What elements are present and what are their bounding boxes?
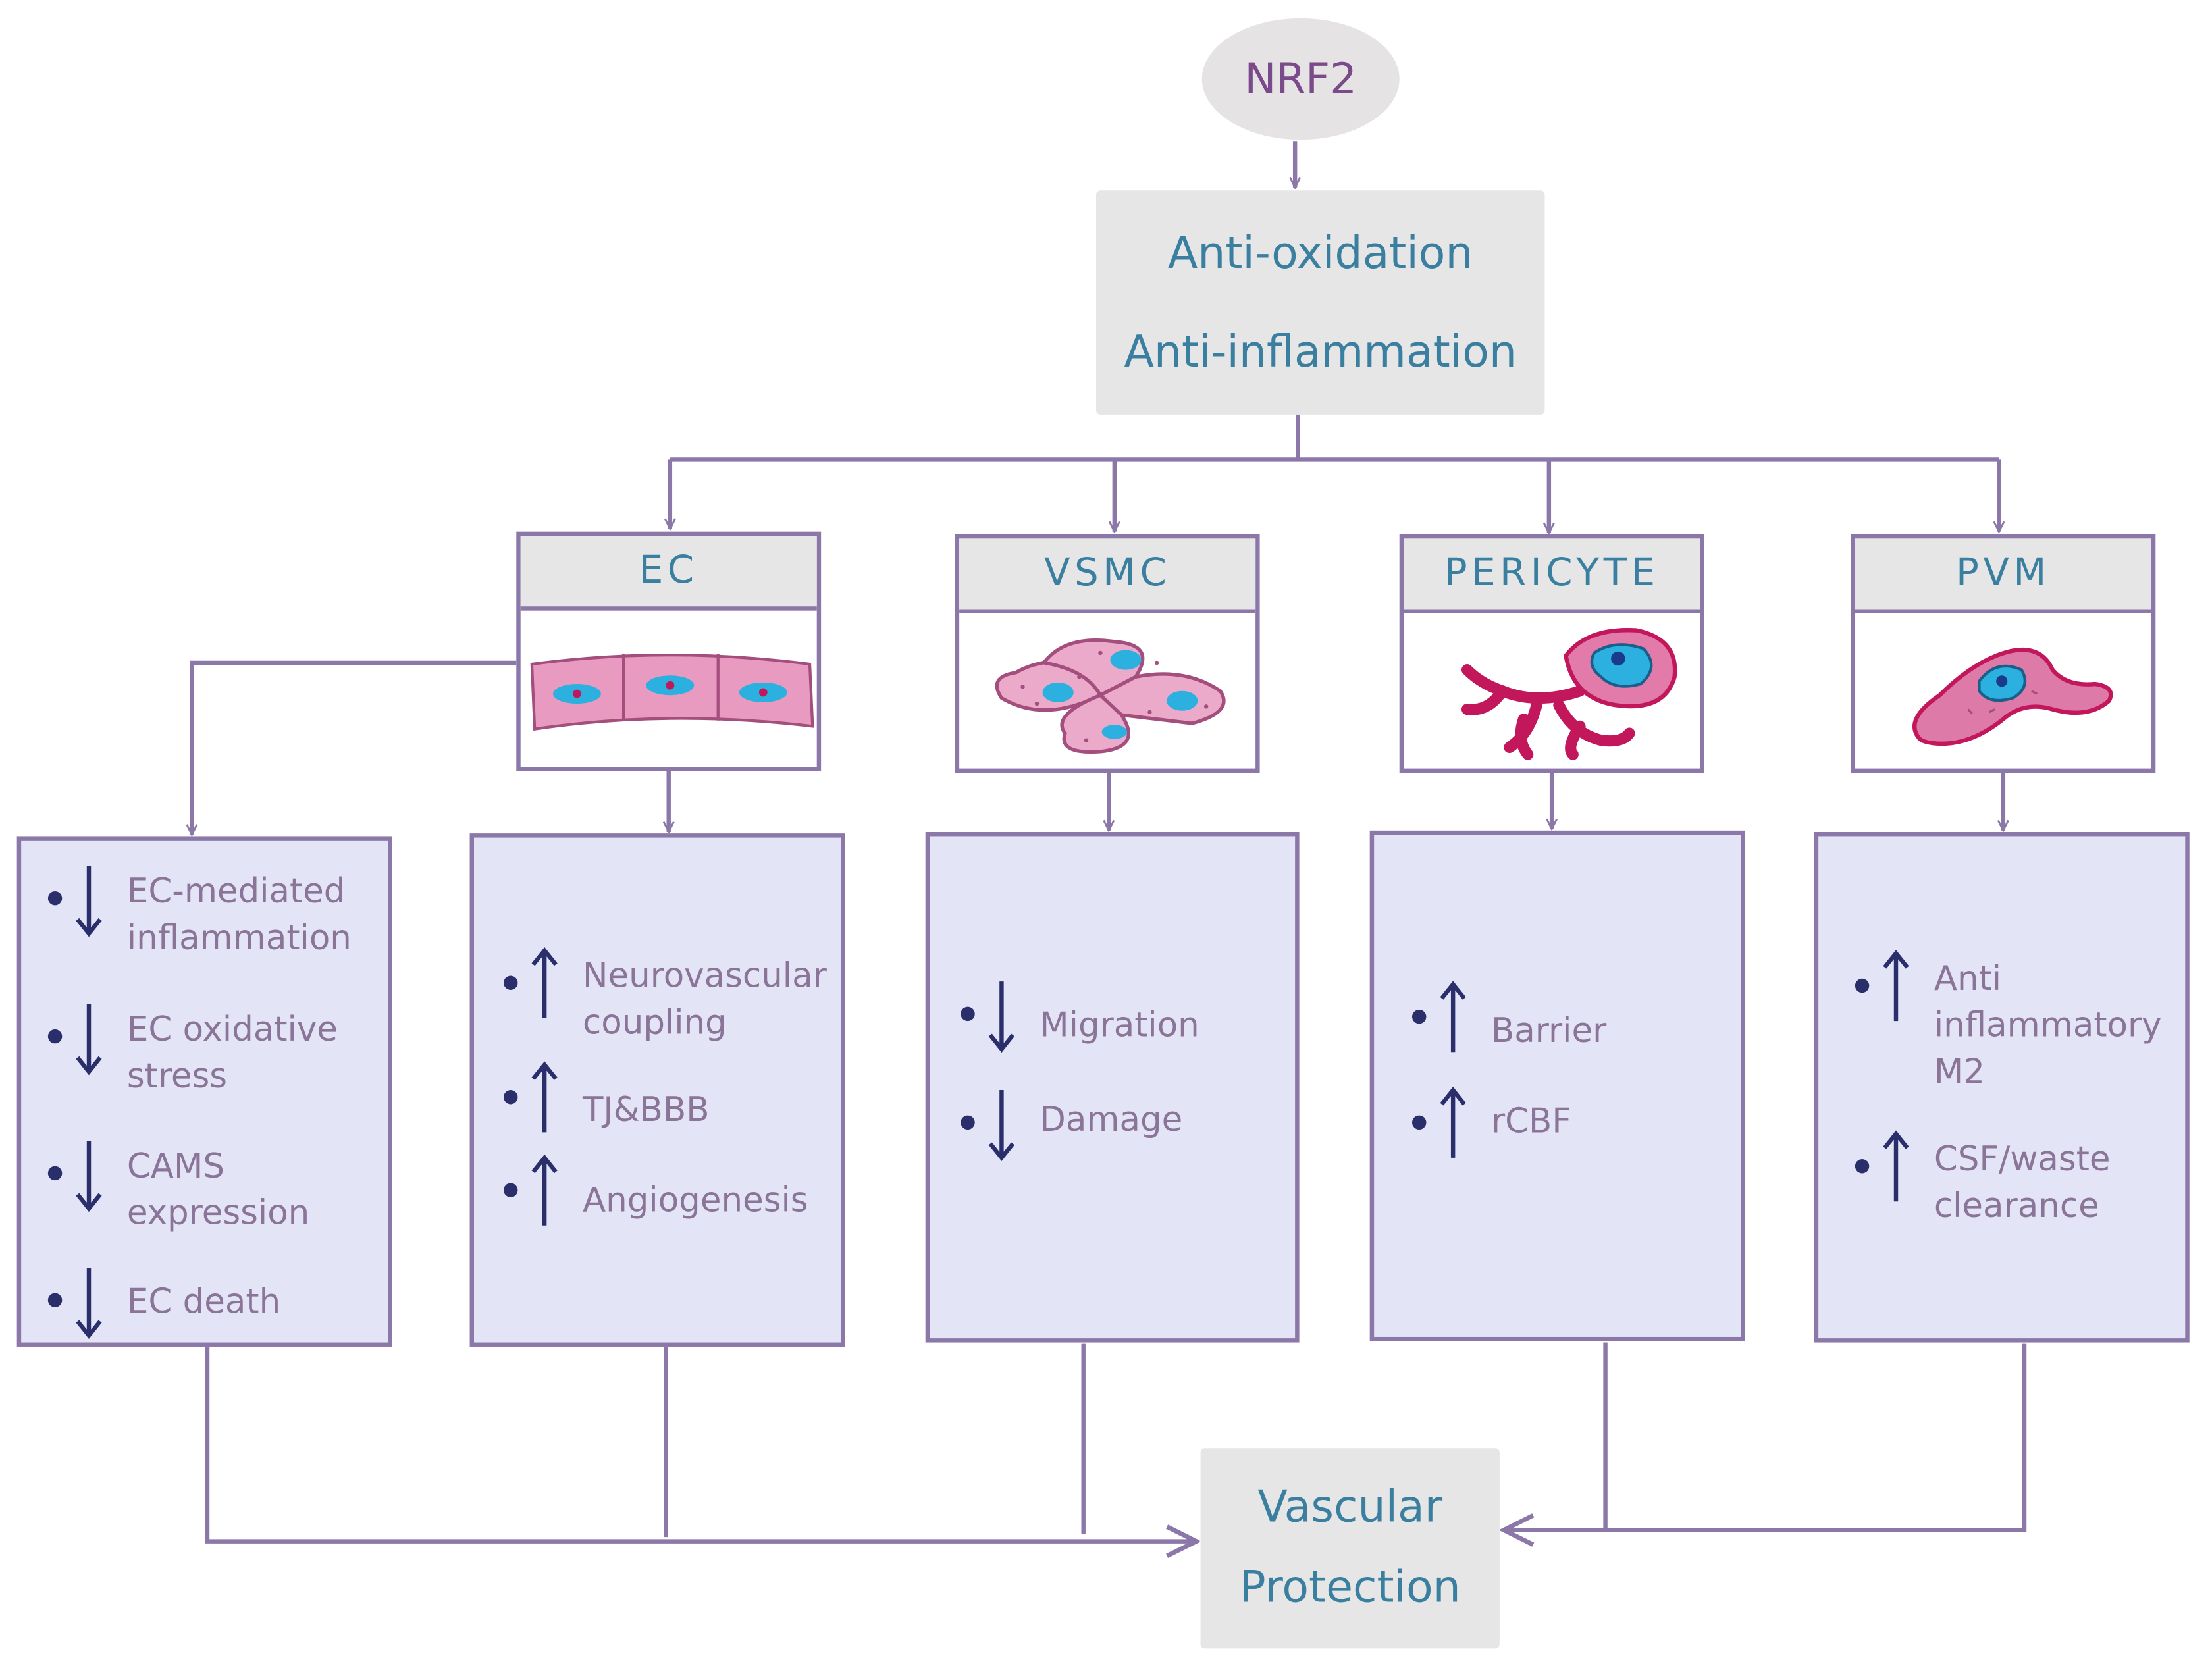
cell-header-pericyte: PERICYTE <box>1404 538 1700 613</box>
effect-anti-oxidation: Anti-oxidation <box>1167 227 1473 279</box>
bullet <box>47 1166 63 1181</box>
outcome-item: Neurovascular coupling <box>504 947 827 1046</box>
bullet <box>961 1006 975 1022</box>
bullet <box>1412 1009 1427 1024</box>
cell-card-pericyte: PERICYTE <box>1399 534 1704 773</box>
outcome-item: rCBF <box>1412 1086 1571 1163</box>
bullet <box>961 1115 975 1130</box>
down-arrow-icon <box>76 1141 102 1212</box>
pvm-illustration <box>1855 613 2151 769</box>
outcome-item: Angiogenesis <box>504 1154 808 1231</box>
bullet <box>47 1029 63 1044</box>
item-line: CAMS <box>126 1146 224 1186</box>
cell-card-ec: EC <box>516 531 822 771</box>
outcome-item: Damage <box>961 1090 1183 1163</box>
outcome-box-3 <box>925 832 1300 1343</box>
item-line: rCBF <box>1491 1101 1571 1141</box>
effect-anti-inflammation: Anti-inflammation <box>1124 326 1517 378</box>
item-line: clearance <box>1934 1185 2099 1226</box>
result-line-2: Protection <box>1239 1562 1461 1613</box>
bullet <box>47 891 63 906</box>
up-arrow-icon <box>1440 1086 1466 1158</box>
bullet <box>47 1293 63 1307</box>
cell-header-vsmc: VSMC <box>959 538 1256 613</box>
up-arrow-icon <box>531 947 558 1018</box>
endothelial-cell-illustration <box>521 611 817 767</box>
item-line: Barrier <box>1491 1011 1607 1051</box>
outcome-box-4 <box>1369 830 1745 1341</box>
vascular-protection-box: Vascular Protection <box>1200 1448 1500 1649</box>
vsmc-illustration <box>959 613 1255 769</box>
item-line: inflammatory <box>1934 1005 2162 1045</box>
outcome-box-2 <box>469 833 845 1347</box>
cell-card-pvm: PVM <box>1851 534 2156 773</box>
outcome-item: EC oxidative stress <box>47 1004 338 1100</box>
outcome-item: TJ&BBB <box>504 1061 710 1138</box>
up-arrow-icon <box>1440 981 1466 1053</box>
item-line: Neurovascular <box>583 956 827 996</box>
outcome-item: EC-mediated inflammation <box>47 866 352 962</box>
item-line: EC oxidative <box>126 1009 338 1049</box>
cell-header-pvm: PVM <box>1855 538 2151 613</box>
up-arrow-icon <box>531 1154 558 1226</box>
outcome-box-1 <box>16 836 392 1347</box>
effects-box: Anti-oxidation Anti-inflammation <box>1096 190 1545 415</box>
up-arrow-icon <box>1883 950 1909 1022</box>
outcome-item: Migration <box>961 981 1199 1054</box>
item-line: EC-mediated <box>126 871 346 911</box>
nrf2-node: NRF2 <box>1201 18 1400 140</box>
cell-card-vsmc: VSMC <box>955 534 1260 773</box>
item-line: inflammation <box>126 918 352 958</box>
outcome-item: CSF/waste clearance <box>1855 1130 2111 1230</box>
outcome-box-5 <box>1814 832 2190 1343</box>
item-line: Anti <box>1934 958 2002 999</box>
item-line: stress <box>126 1056 228 1096</box>
cell-header-ec: EC <box>520 536 817 611</box>
bullet <box>504 1090 518 1105</box>
arrow-right-to-result <box>1504 1343 2027 1530</box>
item-line: EC death <box>126 1282 281 1322</box>
item-line: CSF/waste <box>1934 1139 2111 1180</box>
outcome-item: CAMS expression <box>47 1141 310 1236</box>
down-arrow-icon <box>988 1090 1015 1162</box>
arrow-ec-to-box1 <box>192 660 517 835</box>
outcome-item: Barrier <box>1412 981 1607 1058</box>
bullet <box>504 1183 518 1197</box>
bullet <box>1855 1159 1870 1174</box>
arrow-left-to-result <box>205 1346 1196 1542</box>
down-arrow-icon <box>988 981 1015 1053</box>
bullet <box>1412 1115 1427 1130</box>
item-line: expression <box>126 1193 310 1233</box>
down-arrow-icon <box>76 866 102 937</box>
item-line: Angiogenesis <box>583 1180 808 1220</box>
up-arrow-icon <box>1883 1130 1909 1202</box>
item-line: TJ&BBB <box>583 1090 710 1130</box>
bullet <box>504 975 518 990</box>
down-arrow-icon <box>76 1004 102 1076</box>
down-arrow-icon <box>76 1267 102 1339</box>
pericyte-illustration <box>1404 613 1700 769</box>
up-arrow-icon <box>531 1061 558 1133</box>
outcome-item: EC death <box>47 1267 281 1341</box>
bullet <box>1855 978 1870 993</box>
nrf2-label: NRF2 <box>1244 54 1357 104</box>
result-line-1: Vascular <box>1257 1482 1443 1533</box>
item-line: coupling <box>583 1002 727 1043</box>
item-line: Migration <box>1040 1005 1199 1045</box>
item-line: M2 <box>1934 1052 1985 1092</box>
item-line: Damage <box>1040 1100 1183 1140</box>
